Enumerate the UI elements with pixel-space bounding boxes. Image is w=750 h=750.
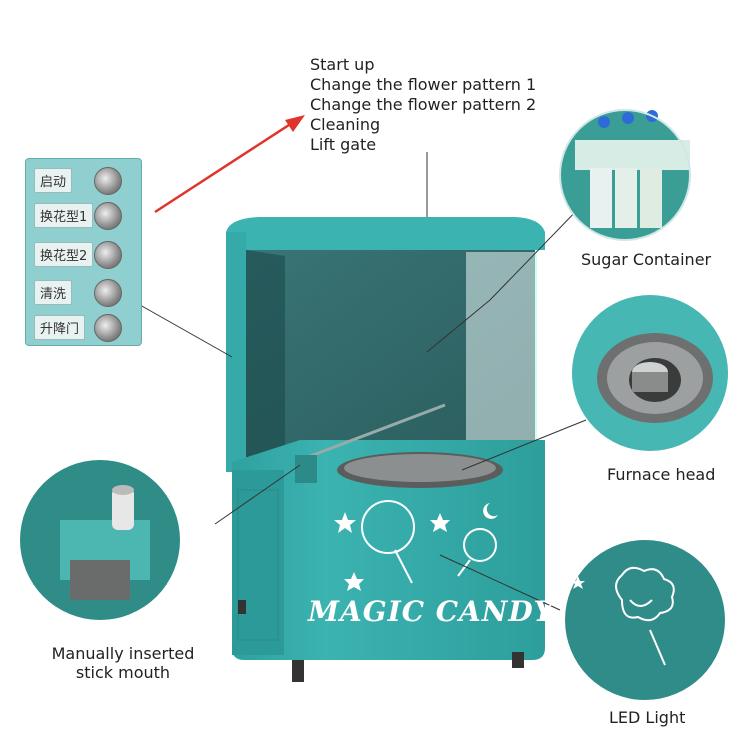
callout-lift-gate: Lift gate [310,135,377,154]
leader-lines [139,152,587,611]
pattern-1-knob [94,202,122,230]
sugar-container-label: Sugar Container [581,250,712,269]
pattern-2-knob [94,241,122,269]
stick-mouth-label-line-2: stick mouth [75,663,171,682]
panel-button-label: 换花型1 [34,202,94,228]
sugar-container-inset [559,109,691,241]
callout-start-up: Start up [310,55,375,74]
panel-button-label: 换花型2 [34,241,94,267]
furnace-head-label: Furnace head [607,465,716,484]
led-light-inset [565,540,725,700]
red-arrow [154,115,305,214]
panel-button-label: 升降门 [34,314,86,340]
machine [226,217,545,682]
panel-button-label: 清洗 [34,279,73,305]
stick-mouth-label: Manually inserted stick mouth [46,644,200,682]
brand-text: MAGIC CANDY [308,595,555,628]
led-light-label: LED Light [609,708,686,727]
callout-pattern-1: Change the flower pattern 1 [310,75,537,94]
stick-mouth-inset [20,460,180,620]
lift-gate-knob [94,314,122,342]
button-function-list: Start up Change the flower pattern 1 Cha… [310,55,536,155]
start-knob [94,167,122,195]
control-panel: 启动 换花型1 换花型2 清洗 升降门 [25,158,142,346]
stick-mouth-label-line-1: Manually inserted [51,644,195,663]
furnace-head-inset [572,295,728,451]
cleaning-knob [94,279,122,307]
panel-button-label: 启动 [34,167,73,193]
callout-cleaning: Cleaning [310,115,381,134]
callout-pattern-2: Change the flower pattern 2 [310,95,537,114]
